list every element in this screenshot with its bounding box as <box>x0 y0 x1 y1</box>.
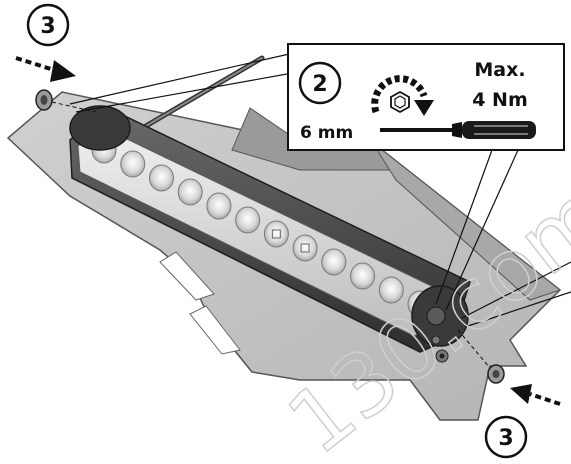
step-number-detail: 2 <box>312 72 327 97</box>
led-lens <box>206 192 232 220</box>
step-number-top: 3 <box>40 14 55 39</box>
led-lens <box>177 178 203 206</box>
callout-step-2: 2 <box>298 61 342 105</box>
rotate-clockwise-icon <box>371 75 434 116</box>
led-lens <box>350 262 376 290</box>
torque-label-line1: Max. <box>474 59 525 81</box>
screw-bottom-right <box>457 329 505 384</box>
torque-label-line2: 4 Nm <box>472 89 528 111</box>
led-lens <box>292 234 318 262</box>
end-cap-left <box>69 105 131 151</box>
tool-size-label: 6 mm <box>300 123 353 143</box>
callout-step-3-bottom: 3 <box>484 415 528 459</box>
callout-leaders <box>69 51 571 327</box>
insert-arrow-bottom-right <box>510 384 561 406</box>
screw-top-left <box>35 89 97 113</box>
led-square-marker <box>271 229 281 239</box>
mounting-nuts <box>431 335 449 363</box>
insert-arrow-top-left <box>15 56 76 82</box>
callout-step-3-top: 3 <box>26 3 70 47</box>
screwdriver-icon <box>380 121 536 139</box>
led-lens <box>321 248 347 276</box>
light-bar <box>69 105 471 353</box>
detail-box: 2 6 mm Max. 4 Nm <box>287 43 565 151</box>
led-lens <box>263 220 289 248</box>
hex-key-icon <box>390 90 410 114</box>
led-lens <box>120 150 146 178</box>
led-lens <box>235 206 261 234</box>
led-lens <box>148 164 174 192</box>
step-number-bottom: 3 <box>498 426 513 451</box>
led-square-marker <box>300 243 310 253</box>
led-lens <box>378 276 404 304</box>
